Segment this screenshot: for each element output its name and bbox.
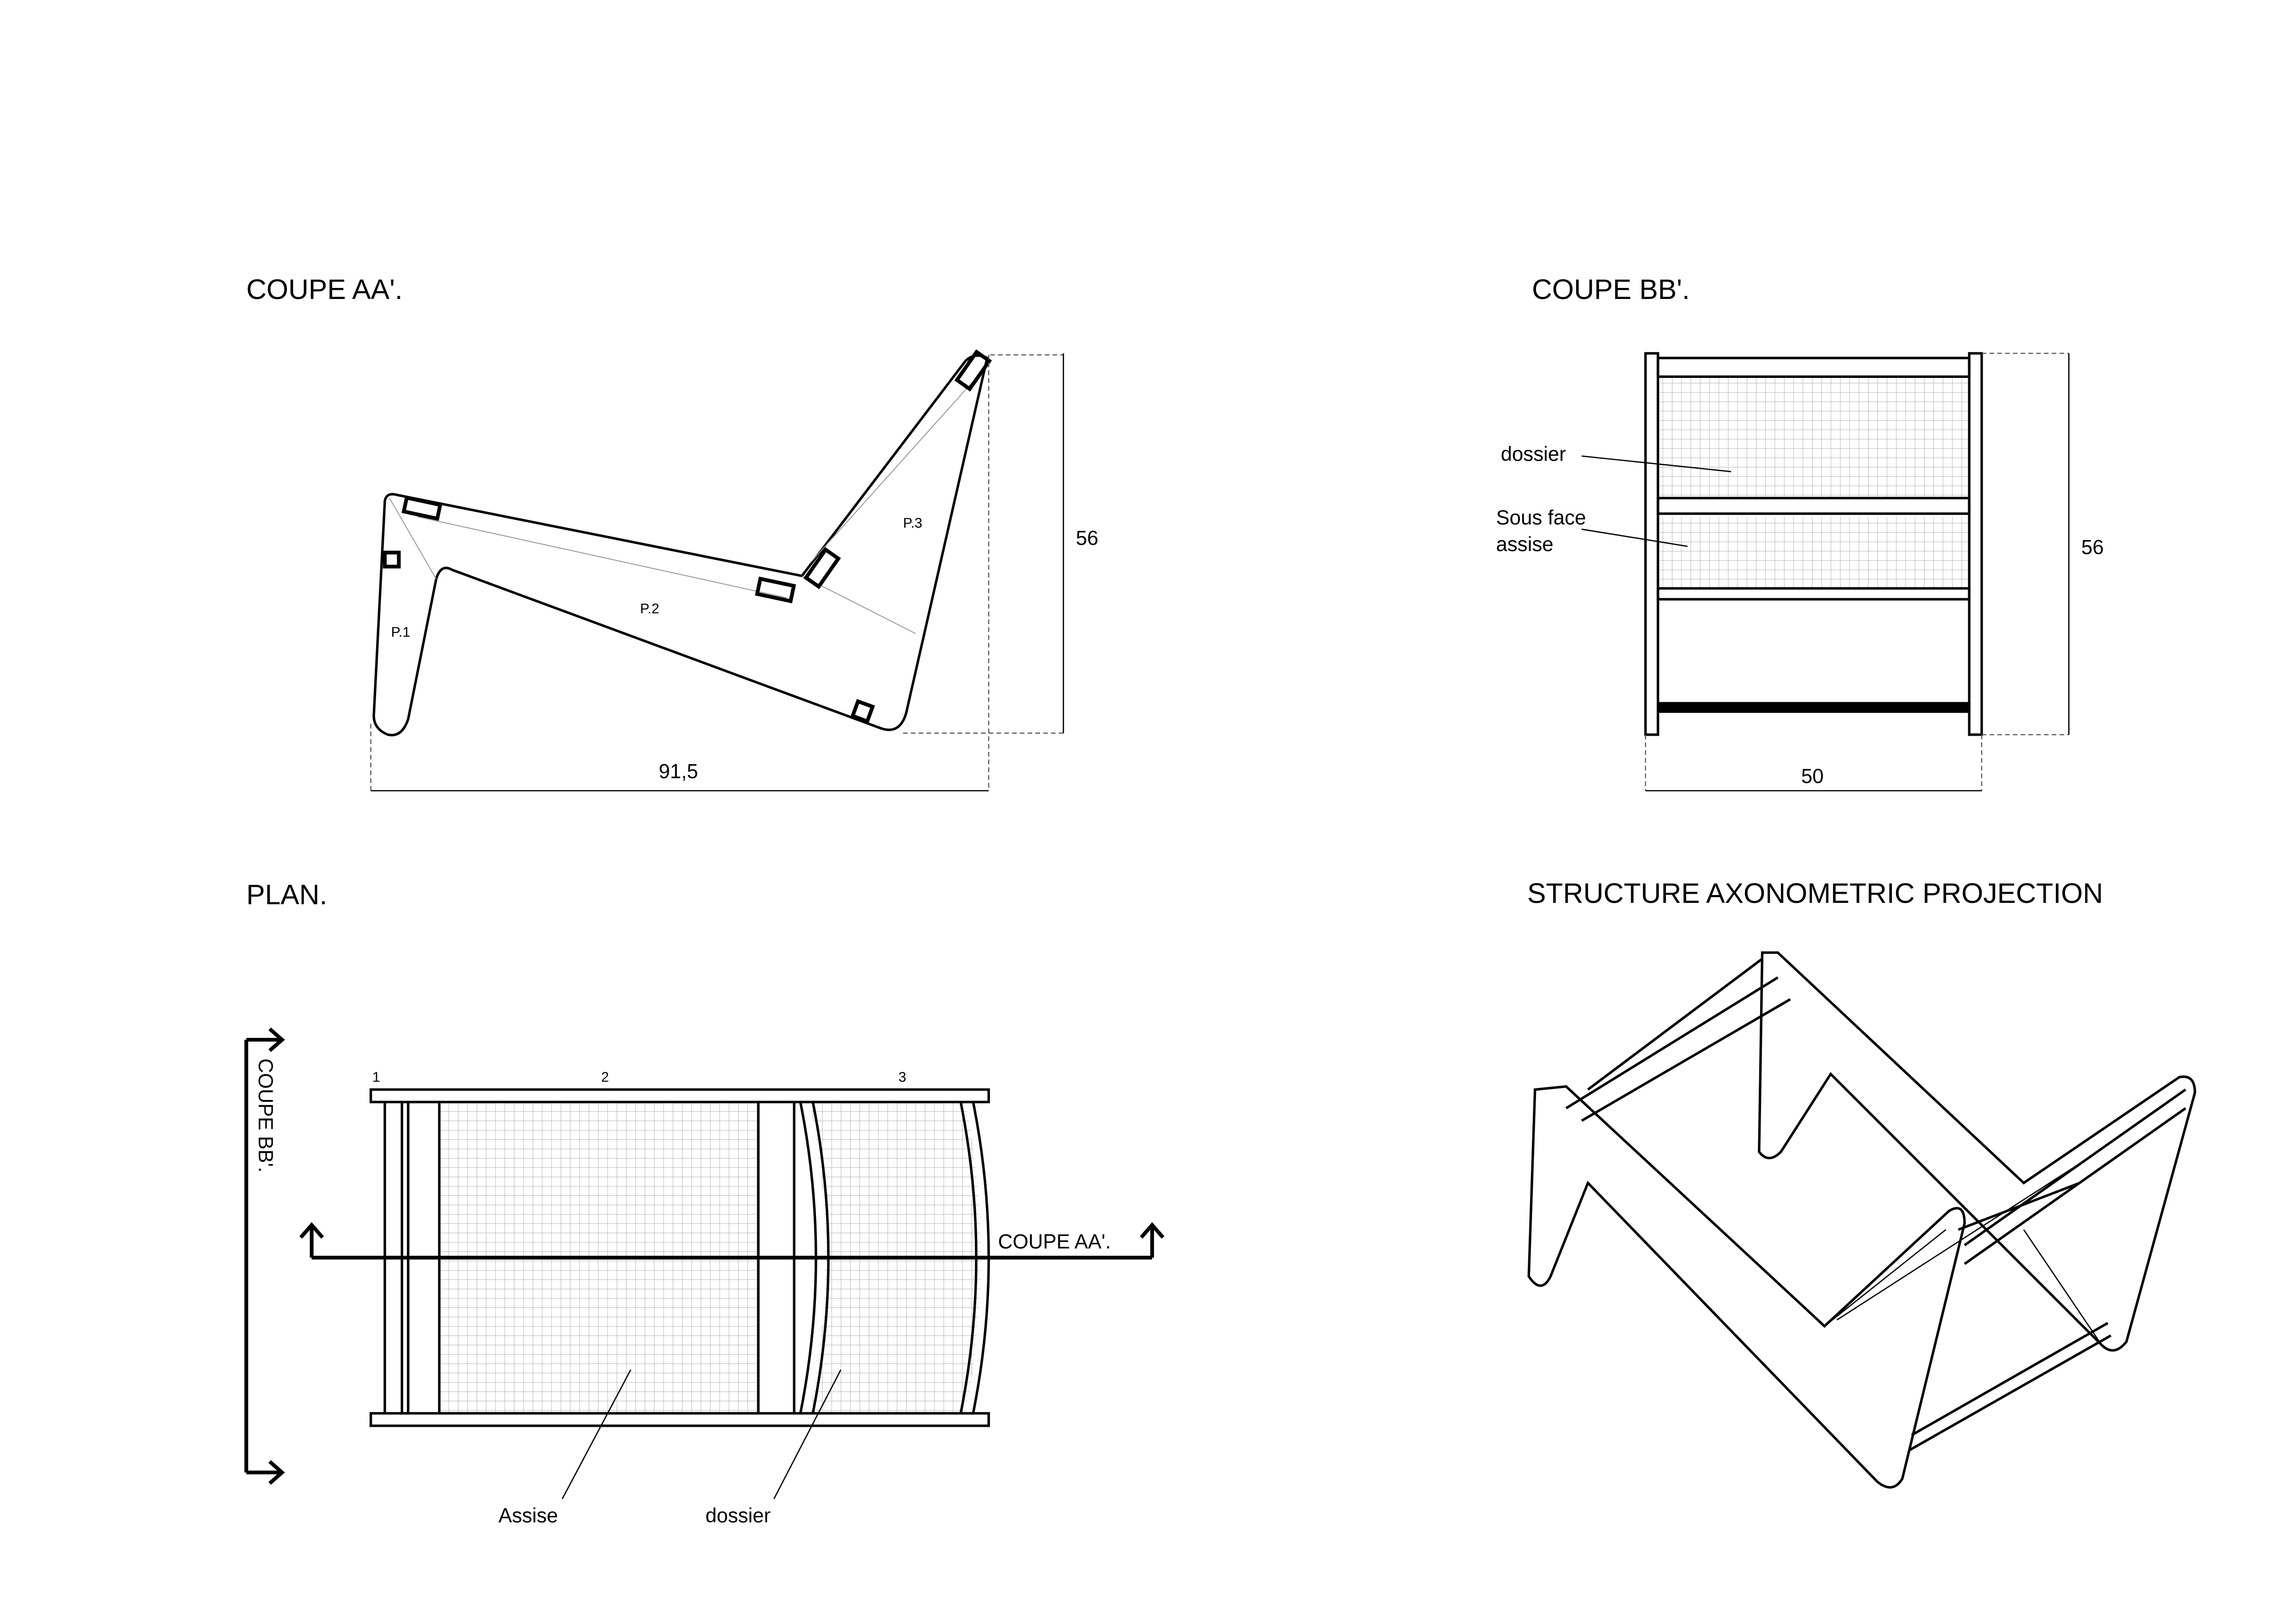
leader-lines (1581, 455, 1731, 547)
coupe-bb-view: COUPE BB'. dossier Sous face assise 50 5… (1496, 274, 2104, 792)
panel-label-p1: P.1 (391, 624, 411, 640)
bottom-bar (1658, 702, 1970, 713)
label-assise: Assise (498, 1504, 558, 1527)
side-panel-right (1968, 352, 1983, 736)
middle-bar (1656, 496, 1971, 515)
section-number-2: 2 (601, 1070, 609, 1085)
top-crossbar (1565, 958, 1791, 1122)
panel-label-p3: P.3 (903, 515, 923, 531)
crossbar-section (850, 699, 875, 724)
panel-label-p2: P.2 (640, 601, 659, 616)
axonometric-view: STRUCTURE AXONOMETRIC PROJECTION (1527, 878, 2196, 1489)
side-panel-left (1527, 1085, 1966, 1489)
section-number-3: 3 (899, 1070, 906, 1085)
side-rail-bottom (369, 1412, 990, 1427)
section-number-1: 1 (372, 1070, 380, 1085)
bottom-crossbar (1908, 1322, 2112, 1452)
seat-mesh (1659, 517, 1970, 589)
coupe-aa-view: COUPE AA'. P.1 P.2 P.3 91,5 56 (246, 274, 1098, 792)
dimension-extension-lines (1645, 353, 2069, 791)
backrest-crossbar (1958, 1088, 2187, 1265)
label-dossier: dossier (705, 1504, 771, 1527)
crossbar-section (754, 576, 796, 603)
coupe-aa-title: COUPE AA'. (246, 274, 402, 305)
crossbar-section (803, 547, 841, 590)
top-bar (1656, 356, 1971, 378)
cut-label-aa: COUPE AA'. (998, 1230, 1111, 1253)
crossbar-section (401, 496, 443, 521)
cut-label-bb: COUPE BB'. (254, 1059, 276, 1172)
plan-title: PLAN. (246, 879, 327, 910)
dimension-height: 56 (2081, 536, 2104, 559)
side-rail-top (369, 1088, 990, 1104)
side-panel-left (1644, 352, 1660, 736)
cut-line-bb (244, 1027, 285, 1485)
label-sous-face: Sous face (1496, 507, 1586, 529)
dossier-mesh (1659, 377, 1970, 498)
dimension-lines (1645, 353, 2070, 792)
dimension-width: 91,5 (659, 760, 698, 783)
chair-side-profile (372, 354, 989, 737)
crossbar-section (954, 349, 992, 392)
dimension-lines (371, 353, 1064, 792)
panel-joint-lines (389, 381, 974, 634)
leader-lines (562, 1369, 842, 1499)
label-assise: assise (1496, 533, 1553, 556)
seat-bar (1656, 587, 1971, 601)
dimension-height: 56 (1076, 527, 1098, 549)
plan-view: PLAN. 1 2 3 COUPE AA'. COUPE BB'. Assise… (244, 879, 1165, 1527)
dimension-extension-lines (370, 354, 1064, 791)
label-dossier: dossier (1501, 443, 1566, 465)
crossbar-section (383, 551, 401, 569)
side-panel-right (1758, 951, 2196, 1352)
mesh-edges (1824, 1159, 2102, 1346)
coupe-bb-title: COUPE BB'. (1532, 274, 1690, 305)
dimension-width: 50 (1801, 765, 1823, 788)
axo-title: STRUCTURE AXONOMETRIC PROJECTION (1527, 878, 2103, 909)
cut-line-aa (299, 1222, 1165, 1260)
